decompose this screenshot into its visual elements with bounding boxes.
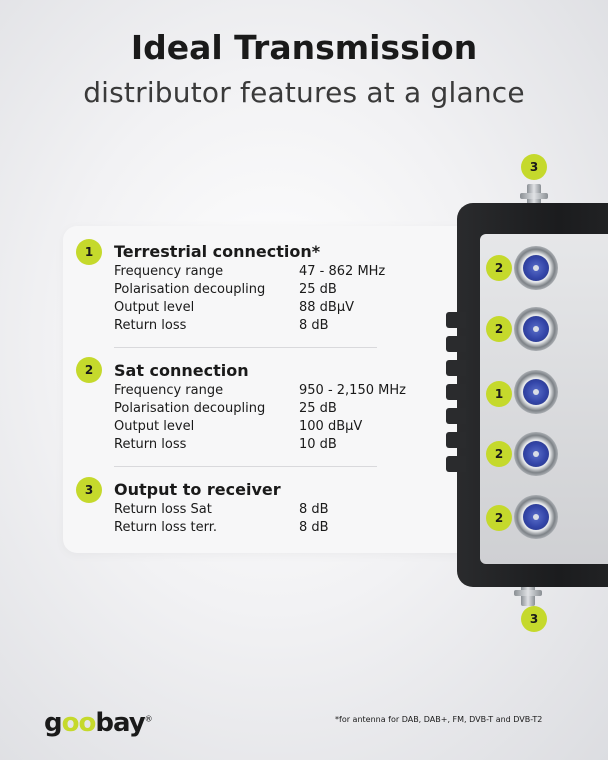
spec-label: Polarisation decoupling bbox=[114, 282, 266, 297]
device-grip bbox=[446, 456, 466, 472]
spec-row: Polarisation decoupling 25 dB bbox=[114, 282, 434, 300]
device-grip bbox=[446, 336, 466, 352]
connector-pin-icon bbox=[533, 326, 539, 332]
footnote: *for antenna for DAB, DAB+, FM, DVB-T an… bbox=[335, 715, 543, 724]
spec-value: 8 dB bbox=[299, 318, 329, 333]
spec-row: Return loss Sat 8 dB bbox=[114, 502, 434, 520]
logo-text-start: g bbox=[44, 708, 63, 738]
spec-value: 8 dB bbox=[299, 502, 329, 517]
bottom-output-badge: 3 bbox=[521, 606, 547, 632]
device-grip bbox=[446, 360, 466, 376]
section-2-badge: 2 bbox=[76, 357, 102, 383]
logo-text-oo: oo bbox=[61, 708, 97, 738]
port-badge: 2 bbox=[486, 255, 512, 281]
device-grip bbox=[446, 384, 466, 400]
f-connector-port bbox=[514, 246, 558, 290]
spec-value: 950 - 2,150 MHz bbox=[299, 383, 406, 398]
spec-label: Return loss Sat bbox=[114, 502, 212, 517]
spec-row: Return loss 8 dB bbox=[114, 318, 434, 336]
features-card bbox=[63, 226, 483, 553]
spec-row: Return loss terr. 8 dB bbox=[114, 520, 434, 538]
port-badge: 2 bbox=[486, 316, 512, 342]
connector-pin-icon bbox=[533, 451, 539, 457]
spec-label: Return loss bbox=[114, 318, 187, 333]
f-connector-port bbox=[514, 307, 558, 351]
device-grip bbox=[446, 408, 466, 424]
section-3-title: Output to receiver bbox=[114, 480, 281, 499]
spec-value: 25 dB bbox=[299, 282, 337, 297]
page-title: Ideal Transmission bbox=[130, 28, 478, 67]
spec-label: Return loss terr. bbox=[114, 520, 218, 535]
f-connector-port bbox=[514, 370, 558, 414]
spec-row: Output level 100 dBµV bbox=[114, 419, 434, 437]
spec-row: Output level 88 dBµV bbox=[114, 300, 434, 318]
logo-text-end: bay bbox=[95, 708, 145, 738]
spec-row: Return loss 10 dB bbox=[114, 437, 434, 455]
connector-pin-icon bbox=[533, 514, 539, 520]
port-badge: 2 bbox=[486, 441, 512, 467]
section-1-badge: 1 bbox=[76, 239, 102, 265]
spec-label: Frequency range bbox=[114, 264, 224, 279]
page-subtitle: distributor features at a glance bbox=[83, 76, 525, 109]
section-divider bbox=[114, 466, 377, 467]
spec-label: Return loss bbox=[114, 437, 187, 452]
spec-label: Output level bbox=[114, 300, 195, 315]
port-badge: 1 bbox=[486, 381, 512, 407]
port-badge: 2 bbox=[486, 505, 512, 531]
spec-value: 88 dBµV bbox=[299, 300, 355, 315]
spec-label: Frequency range bbox=[114, 383, 224, 398]
top-output-badge: 3 bbox=[521, 154, 547, 180]
goobay-logo: goobay® bbox=[44, 708, 153, 738]
section-1-title: Terrestrial connection* bbox=[114, 242, 321, 261]
section-divider bbox=[114, 347, 377, 348]
f-connector-port bbox=[514, 432, 558, 476]
top-connector-nut bbox=[520, 193, 548, 199]
connector-pin-icon bbox=[533, 265, 539, 271]
registered-mark: ® bbox=[144, 714, 153, 724]
spec-label: Output level bbox=[114, 419, 195, 434]
device-grip bbox=[446, 312, 466, 328]
section-2-title: Sat connection bbox=[114, 361, 249, 380]
spec-row: Frequency range 950 - 2,150 MHz bbox=[114, 383, 434, 401]
spec-label: Polarisation decoupling bbox=[114, 401, 266, 416]
bottom-connector-nut bbox=[514, 590, 542, 596]
spec-value: 100 dBµV bbox=[299, 419, 363, 434]
spec-row: Frequency range 47 - 862 MHz bbox=[114, 264, 434, 282]
spec-value: 8 dB bbox=[299, 520, 329, 535]
device-grip bbox=[446, 432, 466, 448]
connector-pin-icon bbox=[533, 389, 539, 395]
spec-value: 25 dB bbox=[299, 401, 337, 416]
f-connector-port bbox=[514, 495, 558, 539]
spec-value: 10 dB bbox=[299, 437, 337, 452]
section-3-badge: 3 bbox=[76, 477, 102, 503]
spec-value: 47 - 862 MHz bbox=[299, 264, 386, 279]
spec-row: Polarisation decoupling 25 dB bbox=[114, 401, 434, 419]
